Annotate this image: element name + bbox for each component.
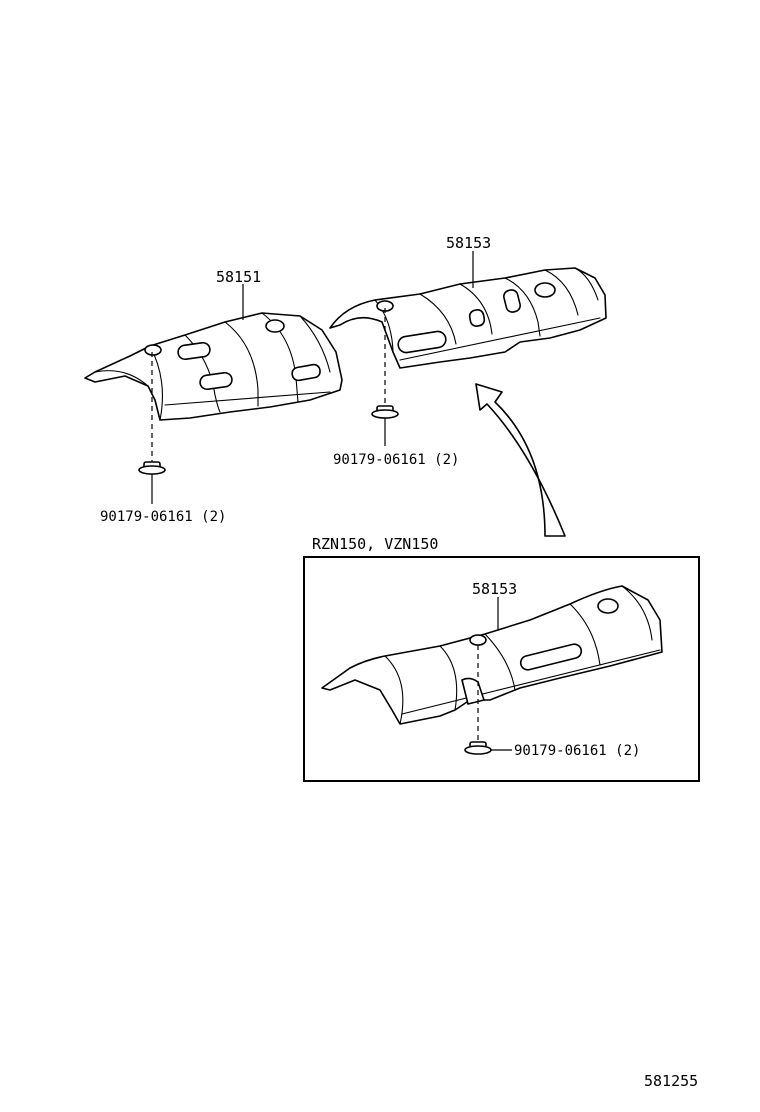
heat-insulator-58153-variant[interactable] (321, 585, 663, 725)
label-58151: 58151 (216, 268, 261, 286)
flange-bolt-mid[interactable] (371, 405, 399, 446)
label-bolt-mid: 90179-06161 (2) (333, 452, 459, 468)
inset-title: RZN150, VZN150 (312, 535, 438, 553)
label-58153-inset: 58153 (472, 580, 517, 598)
reference-arrow (475, 383, 566, 537)
label-58153-top: 58153 (446, 234, 491, 252)
flange-bolt-left[interactable] (138, 461, 166, 504)
label-bolt-left: 90179-06161 (2) (100, 509, 226, 525)
flange-bolt-inset[interactable] (464, 741, 512, 755)
heat-insulator-58153[interactable] (329, 267, 607, 369)
heat-insulator-58151[interactable] (84, 312, 343, 421)
diagram-number: 581255 (644, 1072, 698, 1090)
label-bolt-inset: 90179-06161 (2) (514, 743, 640, 759)
